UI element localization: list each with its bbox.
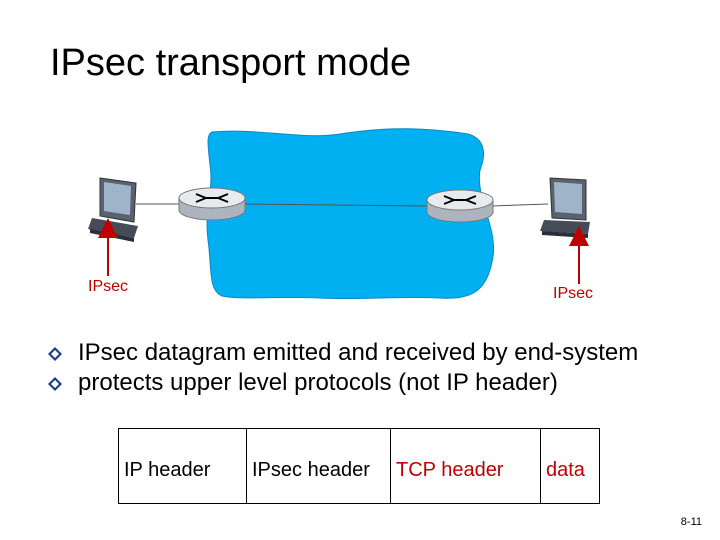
bullet-list: IPsec datagram emitted and received by e… — [48, 338, 688, 398]
bullet-item: IPsec datagram emitted and received by e… — [48, 338, 688, 368]
ipsec-label-left: IPsec — [88, 278, 129, 295]
bullet-item: protects upper level protocols (not IP h… — [48, 368, 688, 398]
bullet-text: IPsec datagram emitted and received by e… — [78, 339, 639, 366]
page-number: 8-11 — [680, 516, 702, 528]
slide-title: IPsec transport mode — [50, 42, 412, 84]
host-right-icon — [540, 177, 590, 238]
host-left-icon — [88, 177, 138, 242]
packet-field-data: data — [540, 428, 600, 504]
diamond-bullet-icon — [48, 377, 62, 391]
packet-field-ip-header: IP header — [118, 428, 246, 504]
packet-field-ipsec-header: IPsec header — [246, 428, 390, 504]
diamond-bullet-icon — [48, 347, 62, 361]
ipsec-label-right: IPsec — [553, 285, 594, 302]
bullet-text: protects upper level protocols (not IP h… — [78, 369, 558, 396]
router-right-icon — [426, 189, 494, 223]
link-right — [491, 203, 549, 207]
packet-field-tcp-header: TCP header — [390, 428, 540, 504]
link-middle — [243, 203, 429, 207]
network-cloud — [206, 128, 494, 300]
datagram-packet: IP header IPsec header TCP header data — [118, 428, 600, 504]
router-left-icon — [178, 187, 246, 221]
